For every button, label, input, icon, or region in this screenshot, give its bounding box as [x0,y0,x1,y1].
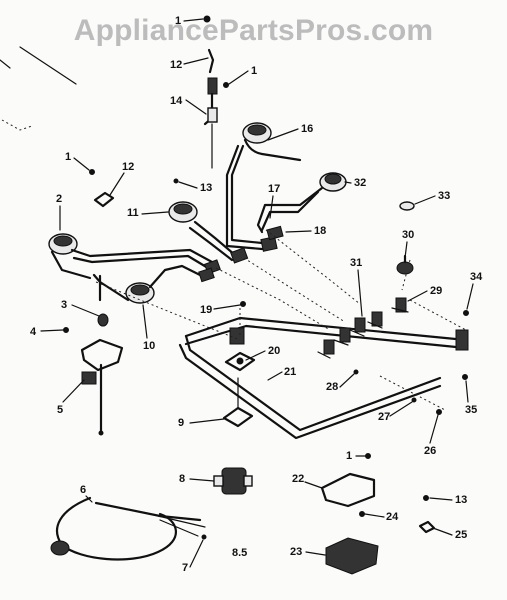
parts-26-27-28 [353,369,442,415]
callout-18: 18 [314,225,326,237]
callout-26: 26 [424,445,436,457]
part-14-valve-bracket [203,15,229,169]
callout-22: 22 [292,473,304,485]
callout-32: 32 [354,177,366,189]
part-12-bracket [89,169,179,208]
callout-13: 13 [455,494,467,506]
callout-1: 1 [251,65,257,77]
callout-4: 4 [30,326,37,338]
part-8-regulator [213,467,253,495]
gas-tube-dashes [95,229,467,411]
callout-27: 27 [378,411,390,423]
burner-32 [256,172,347,241]
callout-28: 28 [326,381,338,393]
callout-30: 30 [402,229,414,241]
callout-1: 1 [65,151,71,163]
burner-11 [168,201,249,264]
callout-24: 24 [386,511,399,523]
callout-labels: 1 12 1 14 16 1 12 13 17 32 33 2 11 18 30… [30,15,483,574]
callout-16: 16 [301,123,313,135]
callout-5: 5 [57,404,63,416]
callout-29: 29 [430,285,442,297]
figure-code: 8.5 [232,547,247,559]
callout-25: 25 [455,529,467,541]
burner-2 [48,233,221,280]
callout-31: 31 [350,257,362,269]
callout-23: 23 [290,546,302,558]
part-31-burner-valves [317,297,409,359]
callout-10: 10 [143,340,155,352]
part-21-manifold [178,316,469,440]
part-23-ignition-module [325,495,436,575]
callout-14: 14 [170,95,183,107]
scan-marks [0,46,77,131]
callout-8: 8 [179,473,185,485]
callout-34: 34 [470,271,483,283]
callout-33: 33 [438,190,450,202]
callout-13: 13 [200,182,212,194]
callout-1: 1 [346,450,352,462]
callout-21: 21 [284,366,296,378]
callout-1: 1 [175,15,181,27]
leader-lines [40,18,474,568]
callout-11: 11 [127,207,139,219]
screws-34-35 [462,310,469,380]
callout-12: 12 [122,161,134,173]
callout-35: 35 [465,404,477,416]
part-5-valve-bracket [63,274,124,436]
callout-20: 20 [268,345,280,357]
callout-7: 7 [182,562,188,574]
callout-2: 2 [56,193,62,205]
callout-9: 9 [178,417,184,429]
part-20-orifice [222,301,256,428]
part-33-and-30 [396,201,415,275]
callout-6: 6 [80,484,86,496]
burner-16 [225,122,302,252]
burner-10 [92,264,215,304]
callout-19: 19 [200,304,212,316]
callout-17: 17 [268,183,280,195]
callout-12: 12 [170,59,182,71]
callout-3: 3 [61,299,67,311]
part-6-wire-harness [50,496,207,561]
